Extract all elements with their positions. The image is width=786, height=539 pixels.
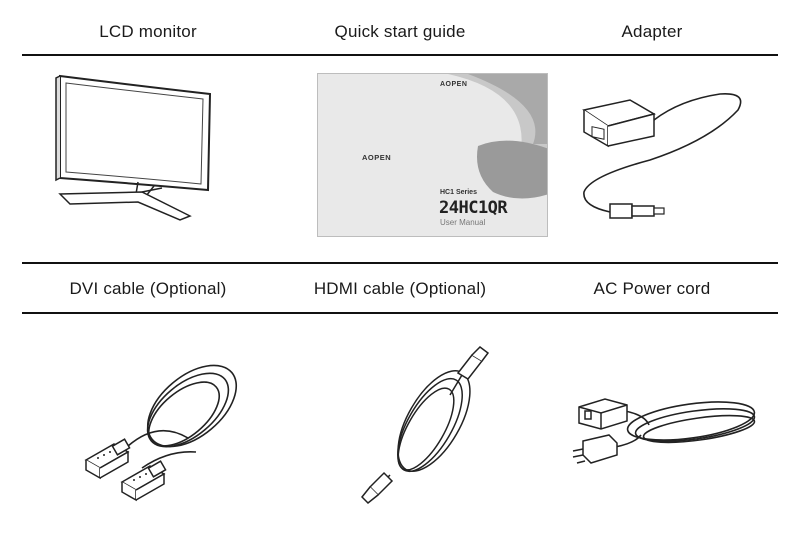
label-hdmi-cable: HDMI cable (Optional) bbox=[313, 279, 487, 298]
guide-series: HC1 Series bbox=[440, 189, 477, 196]
label-quick-start-guide: Quick start guide bbox=[334, 22, 466, 41]
label-ac-power-cord: AC Power cord bbox=[593, 279, 711, 298]
dvi-cable-image bbox=[78, 350, 248, 510]
label-adapter: Adapter bbox=[621, 22, 683, 41]
divider-middle-top bbox=[22, 262, 778, 264]
row1-header: LCD monitor Quick start guide Adapter bbox=[22, 17, 778, 47]
label-lcd-monitor: LCD monitor bbox=[99, 22, 197, 41]
guide-brand-top: AOPEN bbox=[440, 81, 468, 88]
adapter-image bbox=[570, 80, 750, 230]
lcd-monitor-image bbox=[50, 70, 220, 230]
guide-manual: User Manual bbox=[440, 218, 486, 227]
row2-header: DVI cable (Optional) HDMI cable (Optiona… bbox=[22, 274, 778, 304]
guide-swoosh-icon bbox=[448, 74, 547, 199]
guide-model: 24HC1QR bbox=[439, 198, 508, 218]
divider-top bbox=[22, 54, 778, 56]
dvi-cable-icon bbox=[84, 364, 238, 502]
adapter-icon bbox=[582, 93, 742, 219]
monitor-icon bbox=[55, 74, 212, 221]
divider-middle-bottom bbox=[22, 312, 778, 314]
hdmi-cable-icon bbox=[360, 346, 490, 505]
label-dvi-cable: DVI cable (Optional) bbox=[69, 279, 227, 298]
quick-start-guide-image: AOPEN AOPEN HC1 Series 24HC1QR User Manu… bbox=[317, 73, 548, 237]
ac-power-cord-image bbox=[565, 385, 765, 480]
guide-brand-mid: AOPEN bbox=[362, 153, 392, 162]
hdmi-cable-image bbox=[350, 345, 500, 510]
power-cord-icon bbox=[572, 398, 756, 464]
